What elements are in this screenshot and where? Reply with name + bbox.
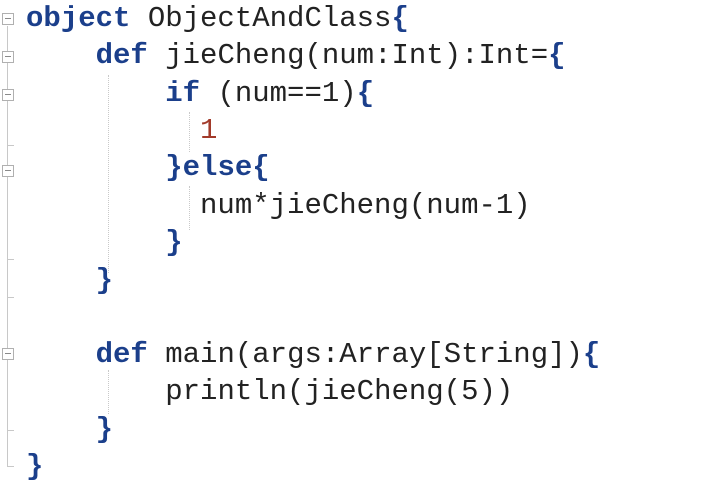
brace: }	[95, 264, 114, 297]
brace: }	[95, 413, 114, 446]
identifier: ObjectAndClass	[130, 2, 392, 35]
brace: {	[252, 151, 270, 184]
code-line-8: }	[26, 262, 113, 300]
indent	[26, 39, 96, 72]
fold-gutter	[0, 0, 28, 485]
brace: }	[165, 151, 183, 184]
number-literal: 1	[200, 114, 218, 147]
indent	[26, 226, 165, 259]
code-line-10: def main(args:Array[String]){	[26, 336, 601, 374]
brace: {	[391, 2, 409, 35]
code-line-1: object ObjectAndClass{	[26, 0, 409, 38]
identifier: main(args:Array[String])	[147, 338, 583, 371]
fold-end-icon	[7, 430, 14, 431]
fold-end-icon	[7, 297, 14, 298]
code-line-3: if (num==1){	[26, 75, 374, 113]
indent	[26, 264, 96, 297]
brace: }	[165, 226, 183, 259]
expression: println(jieCheng(5))	[165, 375, 514, 408]
brace: {	[356, 77, 375, 110]
indent-guide	[189, 112, 190, 152]
code-line-4: 1	[26, 112, 217, 150]
expression: num*jieCheng(num-1)	[200, 189, 531, 222]
code-line-2: def jieCheng(num:Int):Int={	[26, 37, 566, 75]
indent	[26, 114, 200, 147]
condition: (num==1)	[200, 77, 357, 110]
keyword-if: if	[165, 77, 201, 110]
indent	[26, 77, 165, 110]
code-line-5: }else{	[26, 149, 270, 187]
brace: {	[582, 338, 601, 371]
indent-guide	[189, 186, 190, 230]
fold-minus-icon[interactable]	[2, 51, 14, 63]
fold-end-icon	[7, 466, 14, 467]
keyword-def: def	[95, 338, 148, 371]
indent-guide	[108, 370, 109, 414]
fold-minus-icon[interactable]	[2, 13, 14, 25]
code-line-7: }	[26, 224, 183, 262]
keyword-def: def	[95, 39, 148, 72]
indent	[26, 151, 165, 184]
keyword-else: else	[182, 151, 253, 184]
code-line-12: }	[26, 411, 113, 449]
fold-gutter-line	[7, 26, 8, 466]
indent	[26, 338, 96, 371]
fold-minus-icon[interactable]	[2, 165, 14, 177]
indent	[26, 375, 165, 408]
indent-guide	[108, 75, 109, 273]
indent	[26, 189, 200, 222]
fold-minus-icon[interactable]	[2, 348, 14, 360]
identifier: jieCheng(num:Int):Int=	[147, 39, 549, 72]
fold-minus-icon[interactable]	[2, 89, 14, 101]
fold-end-icon	[7, 259, 14, 260]
keyword-object: object	[26, 2, 131, 35]
code-line-11: println(jieCheng(5))	[26, 373, 513, 411]
fold-end-icon	[7, 145, 14, 146]
indent	[26, 413, 96, 446]
code-line-13: }	[26, 448, 43, 486]
code-line-6: num*jieCheng(num-1)	[26, 187, 531, 225]
brace: {	[548, 39, 566, 72]
brace: }	[26, 450, 44, 483]
